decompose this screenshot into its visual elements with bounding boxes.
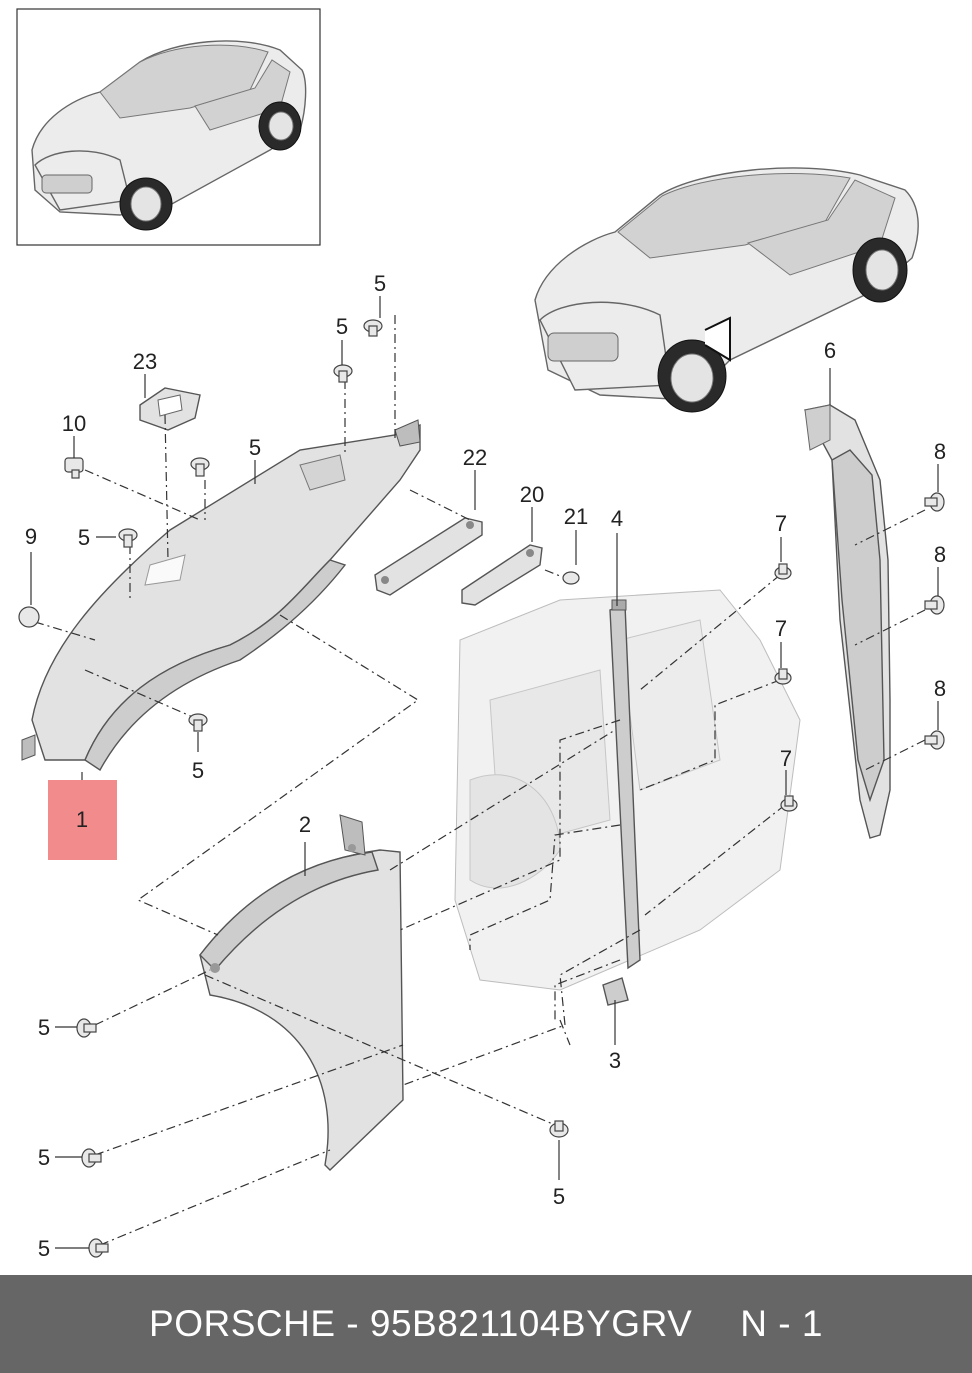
fender-2 xyxy=(199,814,404,1171)
wheel-housing-liner xyxy=(21,419,421,772)
assembly-lines xyxy=(34,315,926,1246)
washer-9 xyxy=(18,606,40,628)
callout-23: 23 xyxy=(133,349,157,374)
callout-8-a: 8 xyxy=(934,439,946,464)
screw-8-a xyxy=(924,492,945,512)
callout-9: 9 xyxy=(25,524,37,549)
callout-22: 22 xyxy=(463,445,487,470)
callout-5-fender-right: 5 xyxy=(553,1184,565,1209)
screw-5-g xyxy=(81,1148,102,1168)
bracket-22 xyxy=(374,517,483,596)
parts-diagram: 1 2 3 4 6 5 5 5 5 5 9 10 23 22 20 21 7 7… xyxy=(16,8,946,1261)
part-number-text: PORSCHE - 95B821104BYGRV xyxy=(149,1303,693,1344)
bracket-20 xyxy=(461,544,543,606)
reference-car-illustration xyxy=(534,167,919,413)
callout-7-b: 7 xyxy=(775,616,787,641)
callout-5-fender-mid: 5 xyxy=(38,1145,50,1170)
clip-7-b xyxy=(774,668,792,685)
callout-6: 6 xyxy=(824,338,836,363)
callout-20: 20 xyxy=(520,482,544,507)
callout-5-liner-left: 5 xyxy=(78,525,90,550)
trim-panel-6 xyxy=(803,404,891,839)
screw-5-h xyxy=(88,1238,109,1258)
part-number-footer: PORSCHE - 95B821104BYGRV N - 1 xyxy=(0,1275,972,1373)
callout-7-a: 7 xyxy=(775,511,787,536)
callout-1: 1 xyxy=(76,807,88,832)
callout-5-fender-top: 5 xyxy=(38,1015,50,1040)
fasteners xyxy=(18,319,945,1258)
callout-10: 10 xyxy=(62,411,86,436)
screw-8-c xyxy=(924,730,945,750)
selected-part-highlight xyxy=(48,780,117,860)
leader-lines xyxy=(30,296,939,1249)
screw-8-b xyxy=(924,595,945,615)
callout-3: 3 xyxy=(609,1048,621,1073)
callout-4: 4 xyxy=(611,506,623,531)
screw-5-f xyxy=(76,1018,97,1038)
screw-5-i xyxy=(549,1120,569,1138)
callout-5-top-left: 5 xyxy=(336,314,348,339)
callout-labels: 1 2 3 4 6 5 5 5 5 5 9 10 23 22 20 21 7 7… xyxy=(25,271,946,1261)
overview-inset xyxy=(16,8,321,246)
callout-21: 21 xyxy=(564,504,588,529)
page-indicator: N - 1 xyxy=(740,1303,823,1344)
callout-8-b: 8 xyxy=(934,542,946,567)
screw-5-d xyxy=(118,528,138,548)
bracket-3 xyxy=(602,977,629,1006)
overview-car-illustration xyxy=(31,40,307,231)
clip-7-c xyxy=(780,795,798,812)
pillar-trim-4 xyxy=(609,599,641,970)
callout-2: 2 xyxy=(299,812,311,837)
screw-5-b xyxy=(333,364,353,383)
clip-7-a xyxy=(774,563,792,580)
screw-5-e xyxy=(188,713,208,732)
callout-7-c: 7 xyxy=(780,746,792,771)
callout-5-top-right: 5 xyxy=(374,271,386,296)
callout-5-liner-bottom: 5 xyxy=(192,758,204,783)
callout-5-fender-bottom: 5 xyxy=(38,1236,50,1261)
nut-10 xyxy=(64,457,84,479)
callout-5-liner: 5 xyxy=(249,435,261,460)
nut-21 xyxy=(562,571,580,585)
screw-5-c xyxy=(190,457,210,477)
callout-8-c: 8 xyxy=(934,676,946,701)
clip-23 xyxy=(139,387,201,431)
screw-5-a xyxy=(363,319,383,337)
